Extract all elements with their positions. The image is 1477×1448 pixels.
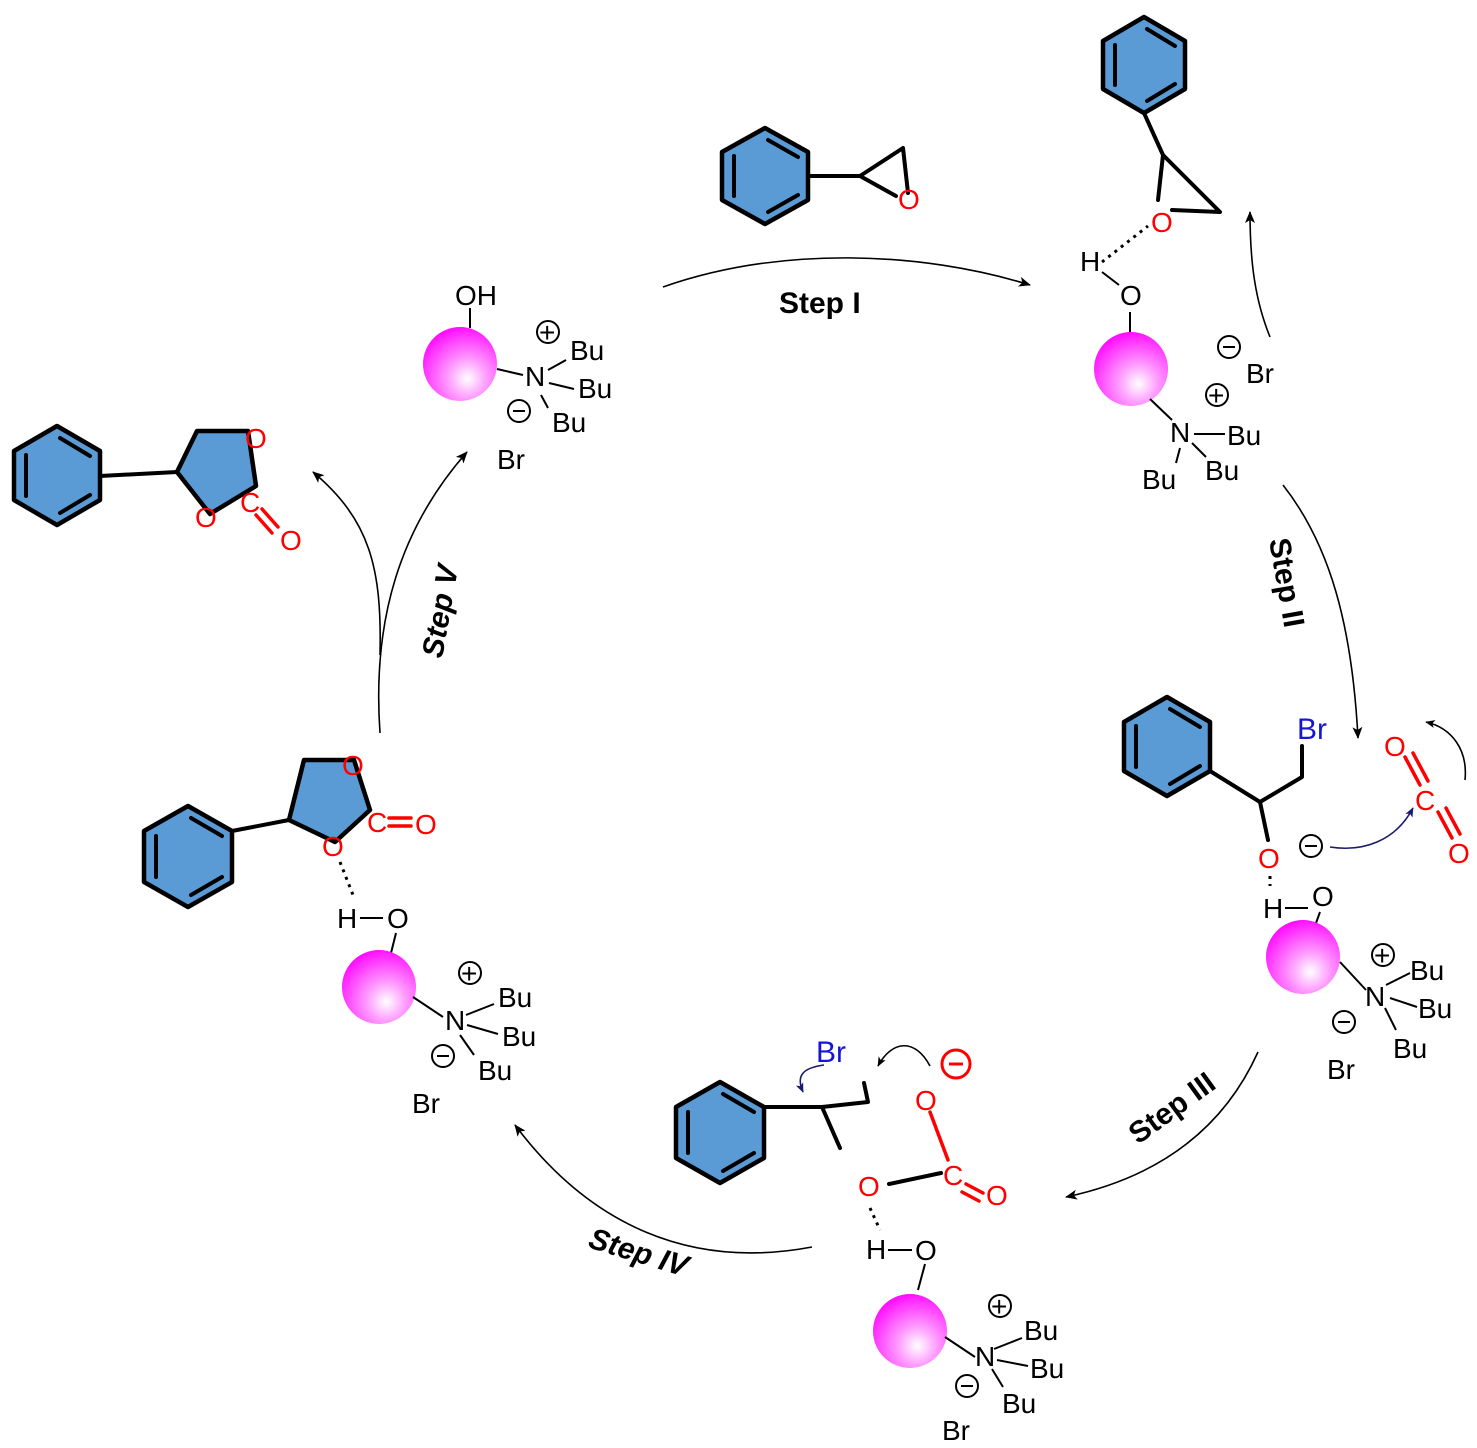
svg-text:+: + bbox=[1374, 940, 1390, 971]
svg-text:H: H bbox=[866, 1234, 886, 1265]
catalyst-bead bbox=[1266, 920, 1340, 994]
step1-arrow bbox=[662, 257, 1031, 288]
svg-text:O: O bbox=[898, 184, 920, 215]
svg-text:Bu: Bu bbox=[552, 407, 586, 438]
svg-text:O: O bbox=[280, 525, 302, 556]
svg-text:O: O bbox=[245, 423, 267, 454]
svg-text:O: O bbox=[195, 502, 217, 533]
svg-text:O: O bbox=[915, 1235, 937, 1266]
svg-text:+: + bbox=[539, 317, 555, 348]
svg-text:Br: Br bbox=[497, 444, 525, 475]
svg-text:Bu: Bu bbox=[578, 373, 612, 404]
svg-text:Bu: Bu bbox=[1024, 1315, 1058, 1346]
step5-label: Step V bbox=[416, 560, 465, 661]
svg-text:+: + bbox=[991, 1291, 1007, 1322]
activated-epoxide-complex: O H O N + Bu Bu Bu Br bbox=[1080, 14, 1274, 495]
svg-text:C: C bbox=[943, 1160, 963, 1191]
svg-text:N: N bbox=[975, 1341, 995, 1372]
ring-opened-alkoxide-complex: Br O H O N + Bu Bu Bu Br O C O bbox=[1121, 694, 1470, 1085]
svg-text:O: O bbox=[415, 809, 437, 840]
carbonate-intermediate-complex: Br O C O O H O N + Bu Bu Bu Br bbox=[673, 1036, 1064, 1446]
svg-text:C: C bbox=[367, 807, 387, 838]
svg-text:Bu: Bu bbox=[1030, 1353, 1064, 1384]
svg-text:O: O bbox=[986, 1180, 1008, 1211]
svg-text:Bu: Bu bbox=[570, 335, 604, 366]
product-release-arrow bbox=[312, 471, 382, 656]
svg-text:O: O bbox=[915, 1085, 937, 1116]
svg-text:+: + bbox=[1208, 380, 1224, 411]
ammonium-n: N bbox=[525, 361, 545, 392]
bromide-attack-arrow bbox=[1245, 211, 1271, 338]
step3-arrow bbox=[1065, 1051, 1259, 1200]
catalyst-bead bbox=[1094, 332, 1168, 406]
svg-text:Br: Br bbox=[816, 1036, 846, 1069]
svg-text:Bu: Bu bbox=[1418, 993, 1452, 1024]
bromine-label: Br bbox=[1297, 713, 1327, 746]
step2-arrow bbox=[1282, 484, 1363, 739]
svg-text:Bu: Bu bbox=[1410, 955, 1444, 986]
svg-text:Bu: Bu bbox=[502, 1021, 536, 1052]
svg-text:C: C bbox=[1415, 785, 1435, 816]
step1-label: Step I bbox=[779, 287, 861, 320]
svg-text:H: H bbox=[1080, 246, 1100, 277]
svg-text:N: N bbox=[1170, 417, 1190, 448]
svg-text:H: H bbox=[337, 903, 357, 934]
svg-text:Bu: Bu bbox=[478, 1055, 512, 1086]
svg-text:O: O bbox=[1258, 843, 1280, 874]
catalyst-top: OH N + Bu Bu Bu Br bbox=[423, 280, 612, 475]
svg-text:O: O bbox=[1384, 731, 1406, 762]
svg-text:O: O bbox=[1312, 881, 1334, 912]
catalyst-bead bbox=[873, 1294, 947, 1368]
svg-text:O: O bbox=[387, 903, 409, 934]
svg-text:N: N bbox=[1365, 981, 1385, 1012]
step5-arrow bbox=[377, 451, 468, 734]
step2-label: Step II bbox=[1262, 535, 1310, 629]
svg-text:C: C bbox=[240, 487, 260, 518]
svg-text:N: N bbox=[445, 1005, 465, 1036]
svg-text:Bu: Bu bbox=[1142, 464, 1176, 495]
svg-text:+: + bbox=[461, 958, 477, 989]
styrene-oxide-reactant: O bbox=[719, 125, 920, 227]
svg-text:Bu: Bu bbox=[1393, 1033, 1427, 1064]
svg-text:O: O bbox=[322, 831, 344, 862]
svg-text:Bu: Bu bbox=[1227, 420, 1261, 451]
svg-text:O: O bbox=[1151, 207, 1173, 238]
catalyst-bead bbox=[342, 950, 416, 1024]
svg-text:Br: Br bbox=[942, 1415, 970, 1446]
step4-label: Step IV bbox=[585, 1222, 695, 1284]
cyclic-carbonate-complex: O O C O H O N + Bu Bu Bu Br bbox=[141, 750, 536, 1119]
svg-text:O: O bbox=[1448, 838, 1470, 869]
svg-text:Bu: Bu bbox=[498, 982, 532, 1013]
svg-text:H: H bbox=[1263, 893, 1283, 924]
cycle-arrows bbox=[312, 211, 1363, 1254]
step3-label: Step III bbox=[1123, 1066, 1222, 1151]
svg-text:Br: Br bbox=[1246, 358, 1274, 389]
svg-text:Br: Br bbox=[1327, 1054, 1355, 1085]
carbon-dioxide: O C O bbox=[1384, 720, 1470, 869]
svg-text:Br: Br bbox=[412, 1088, 440, 1119]
svg-text:Bu: Bu bbox=[1002, 1388, 1036, 1419]
svg-text:Bu: Bu bbox=[1205, 455, 1239, 486]
svg-text:O: O bbox=[342, 750, 364, 781]
svg-text:O: O bbox=[1120, 280, 1142, 311]
svg-text:O: O bbox=[858, 1171, 880, 1202]
step4-arrow bbox=[514, 1124, 813, 1254]
catalyst-bead bbox=[423, 327, 497, 401]
styrene-carbonate-product: O O C O bbox=[11, 423, 302, 556]
hydroxyl-label: OH bbox=[455, 280, 497, 311]
